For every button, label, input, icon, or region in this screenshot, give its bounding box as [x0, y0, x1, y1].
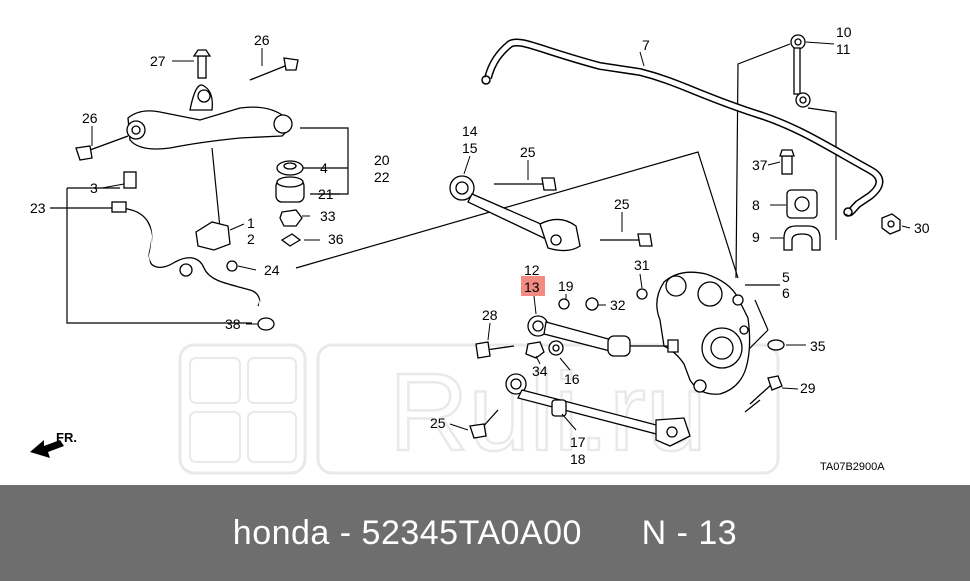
front-upper-arm — [75, 49, 299, 161]
front-arrow-icon: FR. — [30, 430, 77, 458]
callout-22: 22 — [374, 169, 390, 185]
footer-part-number: 52345TA0A00 — [361, 513, 582, 552]
sensor-harness — [111, 171, 275, 331]
callout-2: 2 — [247, 231, 255, 247]
callout-labels: 1 2 3 4 5 6 7 8 9 10 11 12 13 14 15 16 1… — [30, 24, 930, 467]
callout-1: 1 — [247, 215, 255, 231]
callout-35: 35 — [810, 338, 826, 354]
footer-sep-2: N - — [581, 513, 699, 552]
callout-26a: 26 — [254, 32, 270, 48]
rear-upper-arm — [449, 175, 653, 252]
knuckle — [558, 271, 785, 405]
highlight-box — [521, 276, 545, 296]
footer-ref: 13 — [698, 513, 738, 552]
callout-4: 4 — [320, 160, 328, 176]
callout-15: 15 — [462, 140, 478, 156]
callout-37: 37 — [752, 157, 768, 173]
bushings — [275, 160, 305, 247]
callout-13: 13 — [524, 279, 540, 295]
callout-11: 11 — [836, 41, 851, 57]
watermark: Ruli.ru — [178, 343, 780, 475]
callout-14: 14 — [462, 123, 478, 139]
callout-26b: 26 — [82, 110, 98, 126]
callout-24: 24 — [264, 262, 280, 278]
callout-20: 20 — [374, 152, 390, 168]
callout-6: 6 — [782, 285, 790, 301]
callout-38: 38 — [225, 316, 241, 332]
callout-12: 12 — [524, 262, 540, 278]
callout-7: 7 — [642, 37, 650, 53]
watermark-text: Ruli.ru — [389, 351, 707, 474]
callout-36: 36 — [328, 231, 344, 247]
parts-diagram: Ruli.ru — [30, 24, 930, 475]
diagram-svg: Ruli.ru — [30, 24, 930, 475]
footer-brand: honda — [232, 513, 330, 552]
callout-33: 33 — [320, 208, 336, 224]
callout-25a: 25 — [520, 144, 536, 160]
callout-29: 29 — [800, 380, 816, 396]
callout-16: 16 — [564, 371, 580, 387]
bushing-holder — [779, 149, 901, 251]
callout-21: 21 — [318, 186, 334, 202]
lower-arm-b — [475, 315, 679, 359]
callout-17: 17 — [570, 434, 586, 450]
callout-18: 18 — [570, 451, 586, 467]
callout-28: 28 — [482, 307, 498, 323]
callout-32: 32 — [610, 297, 626, 313]
callout-31: 31 — [634, 257, 650, 273]
callout-23: 23 — [30, 200, 46, 216]
callout-ticks — [91, 41, 911, 431]
callout-25c: 25 — [430, 415, 446, 431]
stabilizer-bar — [481, 38, 884, 217]
callout-8: 8 — [752, 197, 760, 213]
callout-27: 27 — [150, 53, 166, 69]
front-arrow-label: FR. — [56, 430, 77, 445]
stabilizer-link — [790, 34, 811, 108]
callout-9: 9 — [752, 229, 760, 245]
leader-lines — [50, 43, 837, 413]
footer-bar: honda - 52345TA0A00 N - 13 — [0, 485, 970, 581]
diagram-code: TA07B2900A — [820, 461, 885, 473]
callout-3: 3 — [90, 180, 98, 196]
callout-30: 30 — [914, 220, 930, 236]
callout-10: 10 — [836, 24, 852, 40]
callout-5: 5 — [782, 269, 790, 285]
lower-arm-a — [469, 373, 691, 447]
footer-sep-1: - — [329, 513, 362, 552]
callout-19: 19 — [558, 278, 574, 294]
footer-caption: honda - 52345TA0A00 N - 13 — [0, 485, 970, 581]
callout-34: 34 — [532, 363, 548, 379]
callout-25b: 25 — [614, 196, 630, 212]
